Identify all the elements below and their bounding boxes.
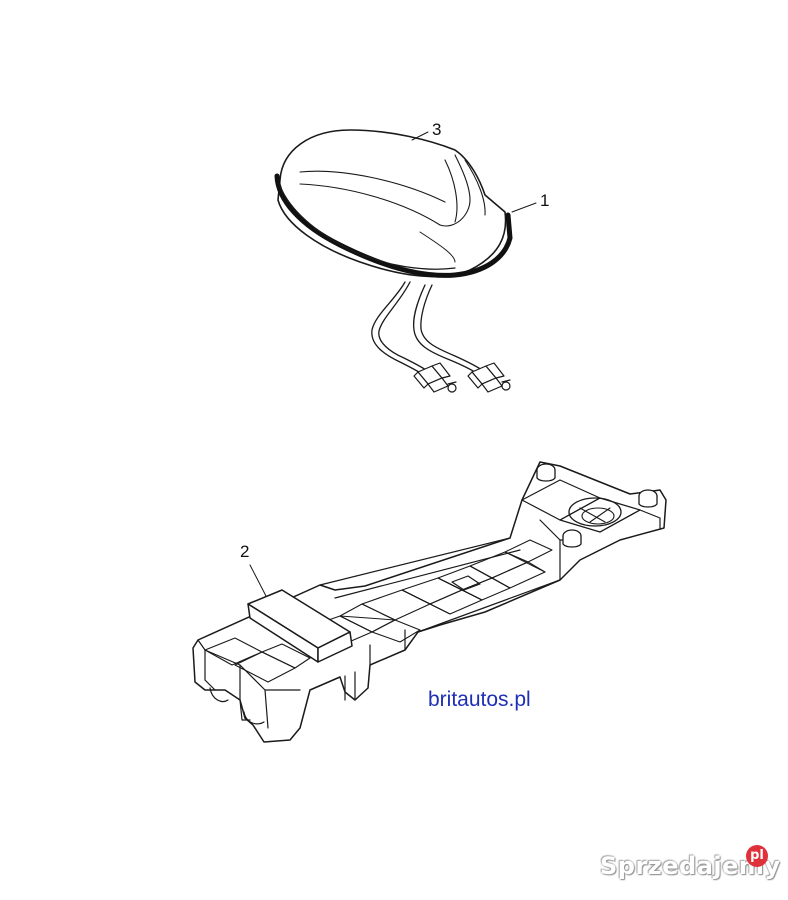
- antenna-gasket: [274, 173, 513, 278]
- connector-left: [413, 362, 457, 393]
- mounting-bracket: [192, 461, 667, 743]
- bracket-mount-hole: [568, 497, 622, 527]
- antenna-cable-left: [371, 281, 423, 375]
- callout-1: 1: [540, 191, 550, 210]
- antenna-cable-right: [412, 284, 479, 375]
- shark-fin-antenna: [274, 129, 537, 393]
- website-label: britautos.pl: [428, 688, 531, 711]
- antenna-body: [277, 129, 507, 278]
- antenna-ridge: [299, 170, 446, 203]
- callout-3: 3: [432, 120, 442, 139]
- bracket-boss: [536, 463, 658, 548]
- connector-right: [467, 362, 511, 393]
- watermark-badge: pl: [746, 845, 768, 867]
- foam-pad: [247, 589, 353, 663]
- callout-2: 2: [240, 542, 250, 561]
